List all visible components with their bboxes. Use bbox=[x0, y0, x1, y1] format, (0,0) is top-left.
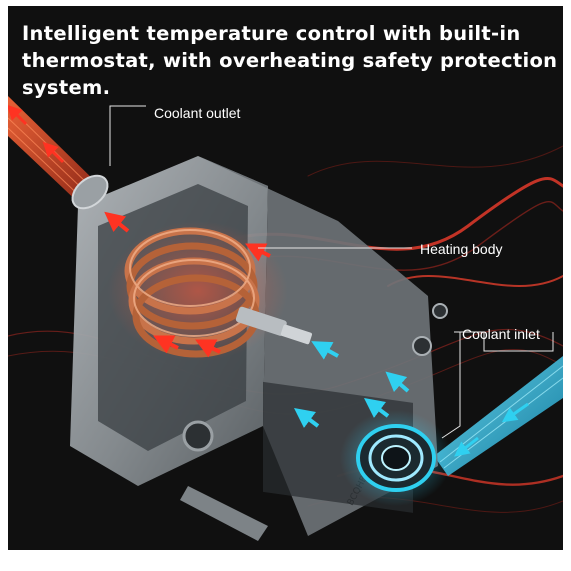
callout-leaders bbox=[109, 105, 554, 439]
headline: Intelligent temperature control with bui… bbox=[22, 22, 558, 99]
hot-outlet-pipe bbox=[8, 96, 100, 206]
callout-heating-body: Heating body bbox=[420, 241, 503, 257]
copper-heating-coil bbox=[108, 221, 313, 361]
drain-port bbox=[182, 420, 214, 452]
callout-coolant-outlet: Coolant outlet bbox=[154, 105, 241, 121]
heater-scene: BCQHB bbox=[8, 96, 563, 541]
coolant-inlet-port bbox=[340, 410, 452, 506]
coolant-outlet-port bbox=[71, 174, 109, 210]
internal-hot-arrows bbox=[104, 211, 271, 358]
bottom-margin bbox=[0, 550, 571, 571]
product-illustration: BCQHB bbox=[8, 6, 563, 550]
callout-coolant-inlet: Coolant inlet bbox=[462, 326, 540, 342]
cold-inlet-pipe bbox=[434, 356, 563, 476]
